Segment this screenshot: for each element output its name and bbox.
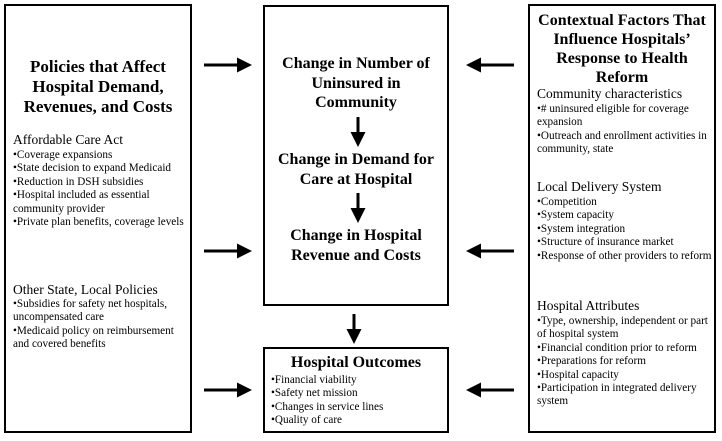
list-item: Hospital capacity (537, 369, 713, 382)
list-item: Hospital included as essential community… (13, 189, 189, 216)
hospital-outcomes-title: Hospital Outcomes (290, 354, 422, 371)
list-item: Reduction in DSH subsidies (13, 176, 189, 189)
list-item: Financial viability (271, 374, 447, 387)
revenue-change-label: Change in Hospital Revenue and Costs (290, 227, 422, 264)
community-list: # uninsured eligible for coverage expans… (537, 103, 713, 157)
list-item: Medicaid policy on reimbursement and cov… (13, 325, 189, 352)
list-item: Financial condition prior to reform (537, 342, 713, 355)
list-item: State decision to expand Medicaid (13, 162, 189, 175)
list-item: System capacity (537, 209, 713, 222)
list-item: Structure of insurance market (537, 236, 713, 249)
delivery-system-list: Competition System capacity System integ… (537, 196, 713, 263)
change-chain-box: Change in Number of Uninsured in Communi… (263, 5, 449, 306)
list-item: Outreach and enrollment activities in co… (537, 130, 713, 157)
list-item: # uninsured eligible for coverage expans… (537, 103, 713, 130)
delivery-system-heading: Local Delivery System (537, 179, 662, 194)
list-item: Preparations for reform (537, 355, 713, 368)
hospital-outcomes-box: Hospital Outcomes Financial viability Sa… (263, 347, 449, 433)
uninsured-change-label: Change in Number of Uninsured in Communi… (282, 55, 430, 111)
other-policies-heading: Other State, Local Policies (13, 282, 158, 297)
contextual-factors-box: Contextual Factors That Influence Hospit… (528, 4, 716, 433)
list-item: Competition (537, 196, 713, 209)
contextual-factors-title: Contextual Factors That Influence Hospit… (538, 12, 706, 86)
other-policies-list: Subsidies for safety net hospitals, unco… (13, 298, 189, 352)
hospital-attributes-list: Type, ownership, independent or part of … (537, 315, 713, 409)
list-item: Quality of care (271, 414, 447, 427)
list-item: Private plan benefits, coverage levels (13, 216, 189, 229)
list-item: Changes in service lines (271, 401, 447, 414)
list-item: Subsidies for safety net hospitals, unco… (13, 298, 189, 325)
list-item: System integration (537, 223, 713, 236)
aca-list: Coverage expansions State decision to ex… (13, 149, 189, 229)
list-item: Coverage expansions (13, 149, 189, 162)
list-item: Type, ownership, independent or part of … (537, 315, 713, 342)
community-heading: Community characteristics (537, 86, 683, 101)
demand-change-label: Change in Demand for Care at Hospital (277, 151, 434, 188)
policies-title: Policies that Affect Hospital Demand, Re… (23, 57, 173, 116)
list-item: Safety net mission (271, 387, 447, 400)
hospital-outcomes-list: Financial viability Safety net mission C… (271, 374, 447, 428)
policies-box: Policies that Affect Hospital Demand, Re… (4, 4, 192, 433)
list-item: Response of other providers to reform (537, 250, 713, 263)
aca-heading: Affordable Care Act (13, 132, 123, 147)
hospital-attributes-heading: Hospital Attributes (537, 298, 640, 313)
list-item: Participation in integrated delivery sys… (537, 382, 713, 409)
